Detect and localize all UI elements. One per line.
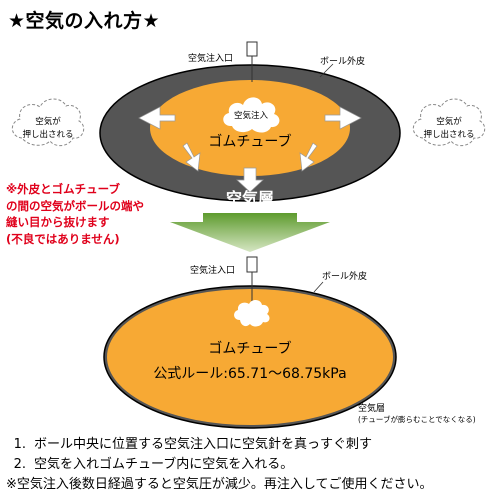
right-cloud-line-2: 押し出される: [423, 129, 474, 140]
bottom-rubber-tube: [107, 289, 393, 425]
note-line: (不良ではありません): [6, 231, 120, 246]
top-tube-label: ゴムチューブ: [208, 133, 291, 150]
step-item: 2. 空気を入れゴムチューブ内に空気を入れる。: [6, 455, 498, 475]
step-item: 1. ボール中央に位置する空気注入口に空気針を真っすぐ刺す: [6, 435, 498, 455]
arrow-down-right-icon: [299, 142, 318, 172]
step-text: 空気注入後数日経過すると空気圧が減少。再注入してご使用ください。: [16, 477, 433, 492]
top-diagram: 空気注入口 ボール外皮 空気注入 ゴムチューブ 空気層 空気が 押し出される: [11, 41, 486, 208]
arrow-left-icon: [138, 106, 176, 130]
step-text: 空気を入れゴムチューブ内に空気を入れる。: [34, 457, 294, 472]
bottom-air-layer-sub: (チューブが膨らむことでなくなる): [358, 414, 476, 424]
arrow-down-left-icon: [182, 142, 201, 172]
top-air-layer-label: 空気層: [226, 189, 274, 208]
arrow-right-icon: [324, 106, 362, 130]
left-cloud-line-1: 空気が: [35, 116, 61, 127]
step-item: ※空気注入後数日経過すると空気圧が減少。再注入してご使用ください。: [6, 475, 498, 495]
top-inlet-label: 空気注入口: [188, 52, 233, 64]
transition-down-arrow: [170, 213, 330, 252]
step-number: 2.: [13, 457, 26, 472]
bottom-air-layer-label: 空気層: [358, 402, 385, 414]
bottom-diagram: 空気注入口 ボール外皮 ゴムチューブ 公式ルール:65.71～68.75kPa …: [103, 256, 476, 429]
page-title: ★空気の入れ方★: [8, 10, 161, 32]
bottom-outer-label: ボール外皮: [322, 270, 367, 282]
note-line: 縫い目から抜けます: [6, 215, 110, 229]
bottom-injection-cloud: [234, 299, 270, 327]
step-text: ボール中央に位置する空気注入口に空気針を真っすぐ刺す: [34, 437, 373, 452]
bottom-inlet-label: 空気注入口: [190, 264, 235, 276]
top-injection-label: 空気注入: [234, 110, 269, 121]
top-outer-label: ボール外皮: [320, 55, 365, 67]
step-number: 1.: [13, 437, 26, 452]
arrow-down-center-icon: [236, 167, 264, 193]
bottom-rule-label: 公式ルール:65.71～68.75kPa: [153, 366, 346, 382]
note-line: の間の空気がボールの端や: [6, 198, 144, 213]
left-cloud-icon: [11, 98, 85, 146]
instruction-steps: 1. ボール中央に位置する空気注入口に空気針を真っすぐ刺す 2. 空気を入れゴムチュ…: [6, 435, 498, 495]
right-cloud-line-1: 空気が: [436, 116, 462, 127]
air-release-note: ※外皮とゴムチューブ の間の空気がボールの端や 縫い目から抜けます (不良ではあ…: [6, 181, 166, 247]
top-injection-cloud: [223, 97, 280, 133]
bottom-inlet-valve: [246, 256, 258, 273]
right-cloud-icon: [412, 98, 486, 146]
left-cloud-line-2: 押し出される: [22, 129, 73, 140]
bottom-tube-label: ゴムチューブ: [208, 340, 291, 357]
step-number: ※: [6, 477, 17, 492]
note-line: ※外皮とゴムチューブ: [6, 182, 120, 196]
top-inlet-valve: [246, 41, 258, 57]
